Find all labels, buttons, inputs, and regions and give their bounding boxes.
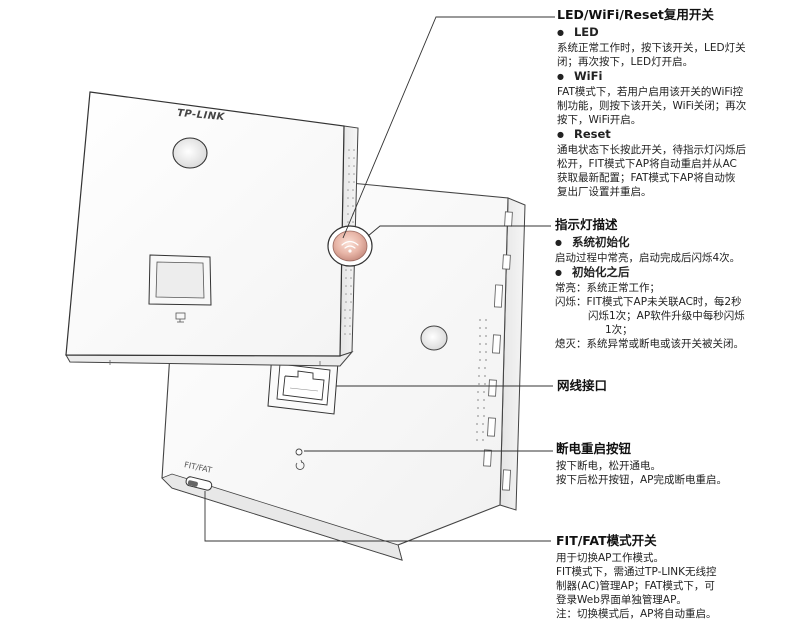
wifi-text-1: FAT模式下，若用户启用该开关的WiFi控	[557, 86, 744, 98]
side-slots	[483, 211, 513, 491]
indicator-init-heading: 系统初始化	[555, 235, 787, 251]
led-text-2: 闭；再次按下，LED灯开启。	[557, 56, 694, 68]
network-port-title: 网线接口	[557, 378, 608, 393]
callout-indicator: 指示灯描述 系统初始化 启动过程中常亮，启动完成后闪烁4次。 初始化之后 常亮：…	[555, 216, 787, 351]
fit-fat-line-5: 注：切换模式后，AP将自动重启。	[556, 608, 717, 620]
power-cycle-icon	[295, 461, 305, 470]
reset-text-4: 复出厂设置并重启。	[557, 186, 652, 198]
indicator-line-3: 闪烁1次；AP软件升级中每秒闪烁	[588, 310, 745, 322]
callout-network-port: 网线接口	[557, 377, 757, 396]
reset-text-3: 获取最新配置；FAT模式下AP将自动恢	[557, 172, 736, 184]
indicator-line-4: 1次；	[605, 324, 633, 336]
led-wifi-reset-button[interactable]	[327, 225, 373, 267]
rear-device-bottom	[161, 473, 403, 561]
wifi-text-2: 制功能，则按下该开关，WiFi关闭；再次	[557, 100, 747, 112]
indicator-after-heading: 初始化之后	[555, 265, 787, 281]
vent-dots-rear	[476, 319, 487, 441]
front-device	[65, 91, 359, 367]
fit-fat-switch[interactable]	[185, 476, 213, 491]
indicator-line-2: 闪烁：FIT模式下AP未关联AC时，每2秒	[555, 296, 742, 308]
front-round-hole	[172, 137, 208, 169]
wifi-icon	[341, 240, 359, 253]
indicator-line-5: 熄灭：系统异常或断电或该开关被关闭。	[555, 338, 744, 350]
reset-heading: Reset	[557, 127, 785, 143]
reset-text-1: 通电状态下长按此开关，待指示灯闪烁后	[557, 144, 746, 156]
callout-fit-fat: FIT/FAT模式开关 用于切换AP工作模式。 FIT模式下，需通过TP-LIN…	[556, 532, 786, 621]
fit-fat-line-1: 用于切换AP工作模式。	[556, 552, 665, 564]
rear-mount-hole	[420, 325, 448, 351]
front-device-face	[65, 91, 345, 357]
indicator-line-1: 常亮：系统正常工作；	[555, 282, 660, 294]
computer-icon	[175, 312, 186, 323]
front-square-window	[148, 254, 212, 306]
power-reset-line-2: 按下后松开按钮，AP完成断电重启。	[556, 474, 728, 486]
callout-power-reset: 断电重启按钮 按下断电，松开通电。 按下后松开按钮，AP完成断电重启。	[556, 440, 786, 487]
reset-text-2: 松开，FIT模式下AP将自动重启并从AC	[557, 158, 737, 170]
ethernet-port[interactable]	[267, 353, 339, 415]
power-reset-title: 断电重启按钮	[556, 441, 632, 456]
wifi-text-3: 按下，WiFi开启。	[557, 114, 642, 126]
led-heading: LED	[557, 25, 785, 41]
fit-fat-line-2: FIT模式下，需通过TP-LINK无线控	[556, 566, 717, 578]
wifi-heading: WiFi	[557, 69, 785, 85]
power-reset-line-1: 按下断电，松开通电。	[556, 460, 661, 472]
callout-led-switch: LED/WiFi/Reset复用开关 LED 系统正常工作时，按下该开关，LED…	[557, 6, 785, 199]
power-reset-hole[interactable]	[295, 448, 303, 456]
indicator-init-text: 启动过程中常亮，启动完成后闪烁4次。	[555, 252, 741, 264]
leader-lines	[204, 16, 555, 542]
fit-fat-line-4: 登录Web界面单独管理AP。	[556, 594, 687, 606]
indicator-title: 指示灯描述	[555, 217, 618, 232]
fit-fat-line-3: 制器(AC)管理AP；FAT模式下，可	[556, 580, 715, 592]
fit-fat-title: FIT/FAT模式开关	[556, 533, 657, 548]
led-text-1: 系统正常工作时，按下该开关，LED灯关	[557, 42, 746, 54]
led-switch-title: LED/WiFi/Reset复用开关	[557, 7, 714, 22]
